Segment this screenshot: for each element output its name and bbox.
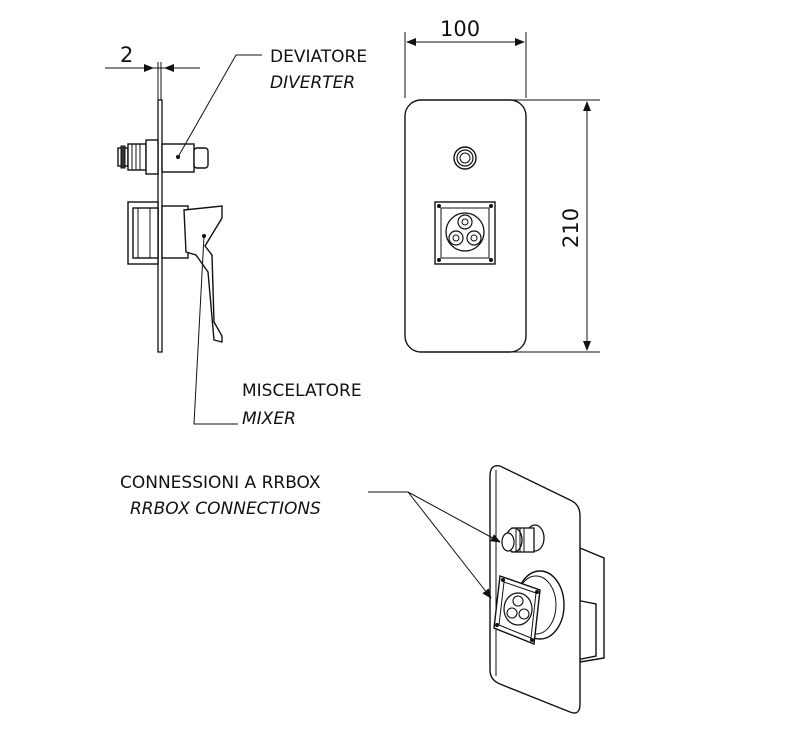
diverter-knob (453, 146, 477, 170)
iso-mixer-fitting (493, 570, 565, 645)
width-value: 100 (440, 17, 480, 41)
front-view: 100 210 (404, 17, 600, 353)
iso-diverter-fitting (501, 524, 545, 553)
mixer-cartridge (434, 201, 496, 265)
height-dimension: 210 (510, 99, 600, 353)
connections-label-en: RRBOX CONNECTIONS (130, 499, 321, 519)
isometric-view: CONNESSIONI A RRBOX RRBOX CONNECTIONS (120, 465, 605, 714)
diverter-label-it: DEVIATORE (270, 47, 367, 67)
mixer-body (127, 201, 223, 343)
connections-label-it: CONNESSIONI A RRBOX (120, 473, 321, 493)
mixer-label-it: MISCELATORE (242, 381, 362, 401)
height-value: 210 (559, 208, 583, 248)
mixer-label-en: MIXER (242, 409, 296, 429)
diverter-cartridge (117, 139, 209, 175)
diverter-label-en: DIVERTER (270, 73, 355, 93)
width-dimension: 100 (404, 17, 527, 98)
side-view: 2 DEVIATORE (105, 43, 367, 429)
thickness-value: 2 (120, 43, 133, 67)
thickness-dimension: 2 (105, 43, 200, 100)
